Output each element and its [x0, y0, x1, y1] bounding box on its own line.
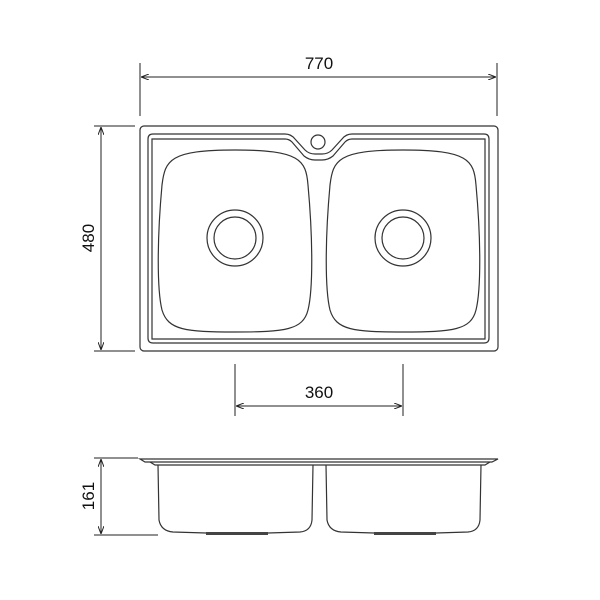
- bowl-spacing-dimension: 360: [234, 364, 404, 416]
- tap-hole: [310, 134, 326, 150]
- sink-side-view: [137, 458, 499, 535]
- height-label: 161: [79, 482, 98, 510]
- width-label: 770: [305, 54, 333, 73]
- bowl-spacing-label: 360: [305, 383, 333, 402]
- height-dimension: 161: [79, 457, 158, 536]
- right-bowl: [325, 149, 481, 333]
- sink-top-view: [139, 125, 499, 352]
- right-drain-icon: [374, 209, 432, 267]
- depth-label: 480: [79, 224, 98, 252]
- depth-dimension: 480: [79, 125, 135, 352]
- left-bowl: [157, 149, 313, 333]
- width-dimension: 770: [139, 54, 498, 116]
- left-drain-icon: [206, 209, 264, 267]
